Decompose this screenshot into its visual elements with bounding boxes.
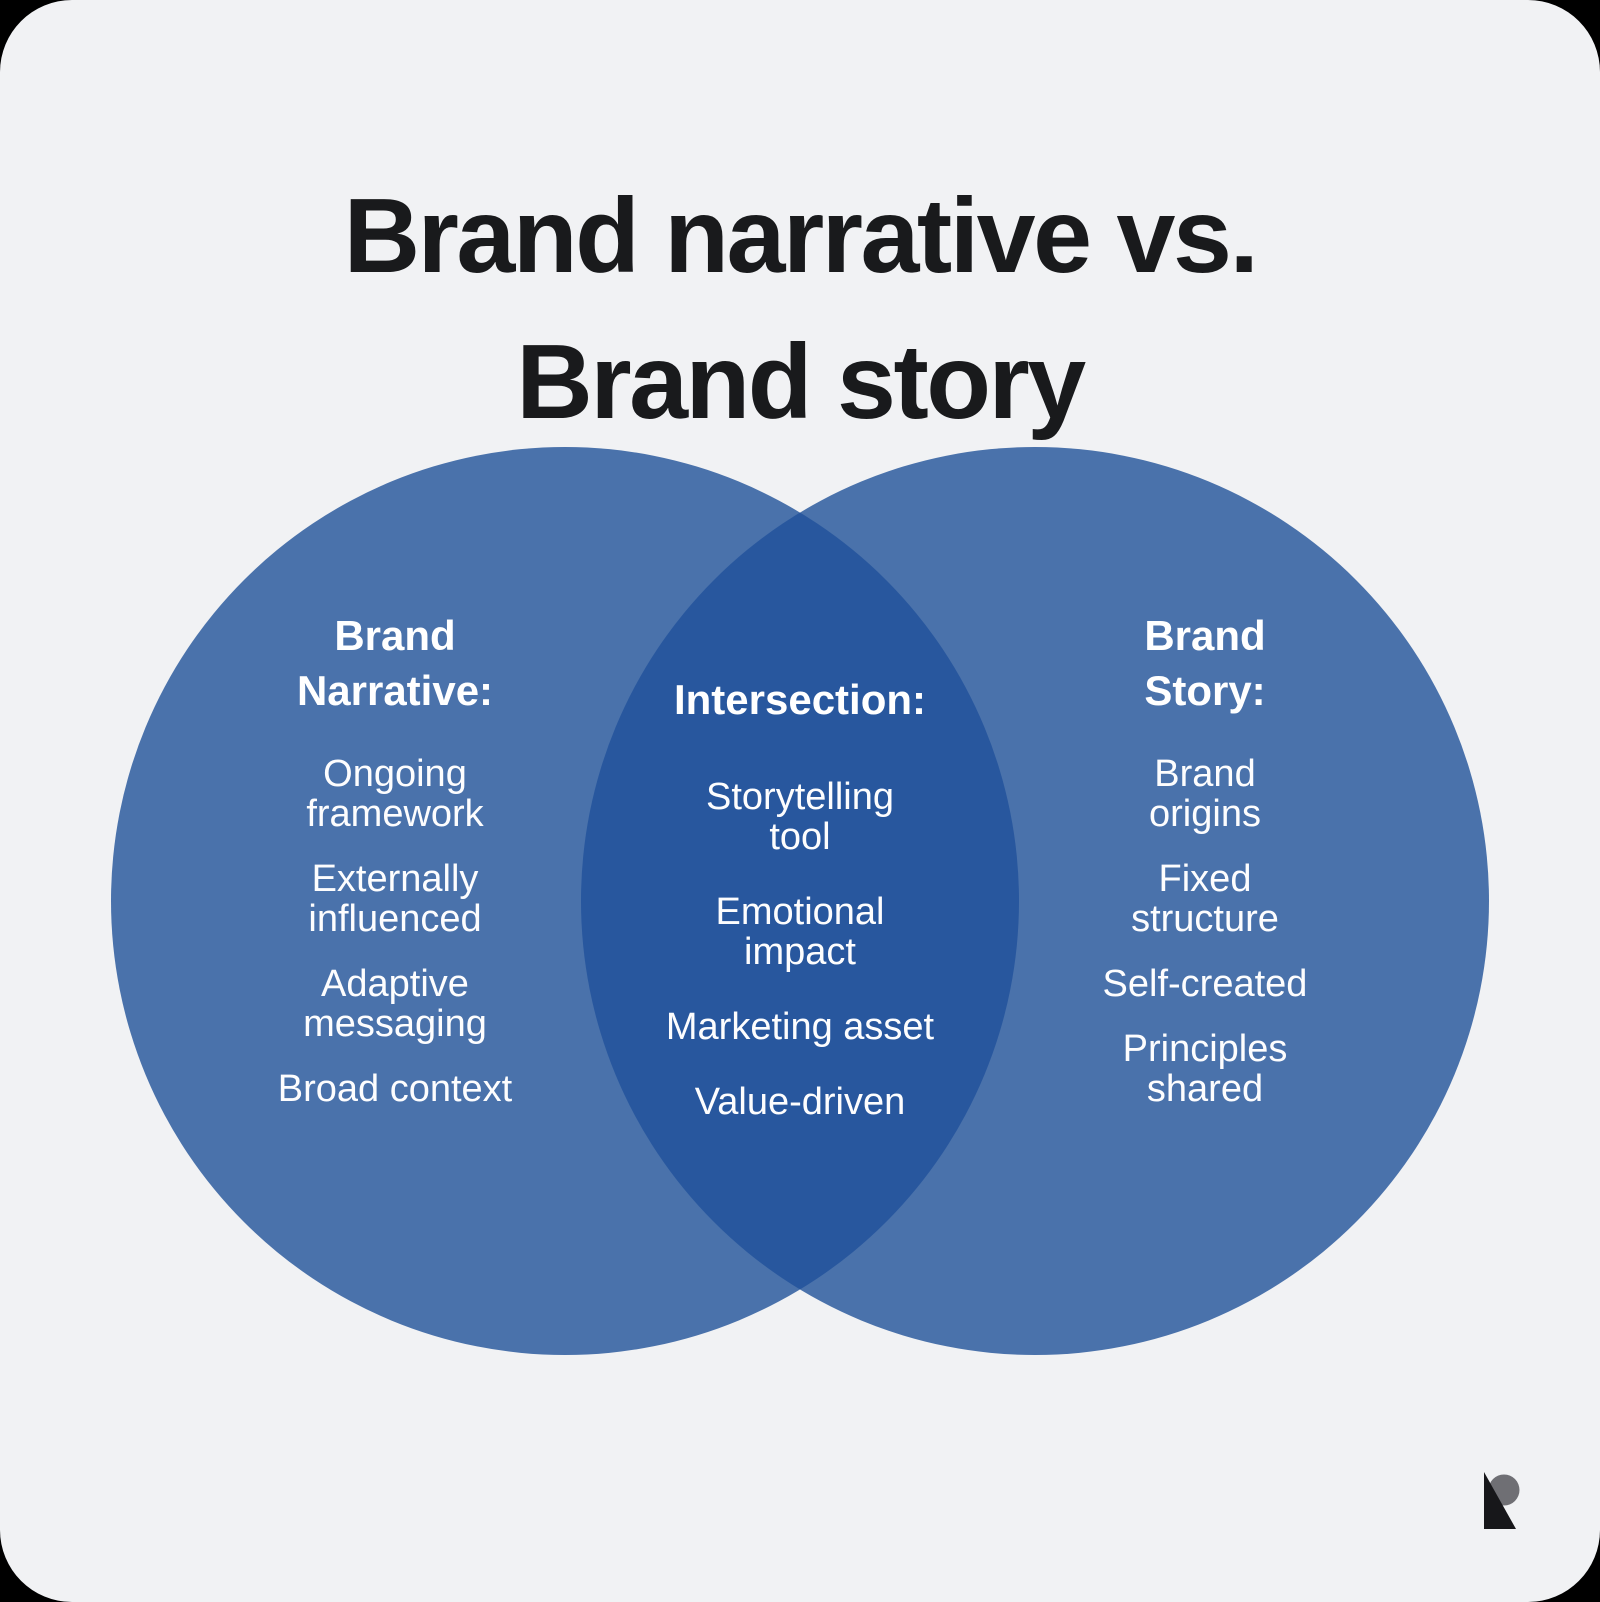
venn-left-item: Externally influenced — [308, 858, 482, 940]
venn-intersection-item: Marketing asset — [665, 1006, 935, 1048]
venn-left-item: Ongoing framework — [306, 753, 484, 835]
venn-right-item: Fixed structure — [1131, 858, 1279, 940]
venn-intersection-heading: Intersection: — [673, 676, 927, 723]
venn-left-heading: Brand Narrative: — [296, 612, 494, 714]
venn-left-labels: Brand Narrative: Ongoing framework Exter… — [195, 608, 595, 1134]
venn-right-item: Principles shared — [1122, 1028, 1288, 1110]
venn-right-labels: Brand Story: Brand origins Fixed structu… — [1005, 608, 1405, 1134]
venn-intersection-labels: Intersection: Storytelling tool Emotiona… — [600, 672, 1000, 1157]
venn-left-item: Broad context — [277, 1068, 513, 1110]
venn-intersection-item: Emotional impact — [715, 891, 885, 973]
venn-left-item: Adaptive messaging — [303, 963, 487, 1045]
venn-right-item: Self-created — [1102, 963, 1308, 1005]
logo-r-mark — [1484, 1472, 1520, 1529]
venn-intersection-item: Storytelling tool — [706, 776, 894, 858]
logo-triangle-shape — [1484, 1472, 1516, 1529]
venn-intersection-item: Value-driven — [694, 1081, 906, 1123]
page-title: Brand narrative vs. Brand story — [343, 177, 1259, 442]
venn-right-item: Brand origins — [1149, 753, 1261, 835]
venn-intersection-region — [581, 447, 1019, 1355]
venn-right-heading: Brand Story: — [1144, 612, 1266, 714]
